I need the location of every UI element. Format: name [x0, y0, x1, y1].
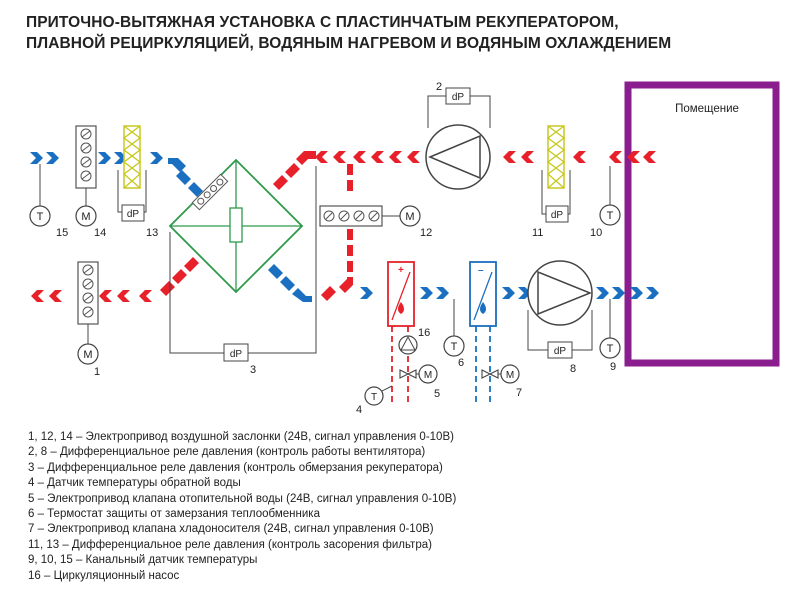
- svg-text:dP: dP: [230, 349, 243, 360]
- label-14: 14: [94, 227, 106, 239]
- temp-sensor-10: [599, 204, 621, 226]
- label-10: 10: [590, 227, 602, 239]
- label-6: 6: [458, 357, 464, 369]
- recirculation-flow: [321, 164, 353, 301]
- motor-14: [75, 205, 97, 227]
- page-title: ПРИТОЧНО-ВЫТЯЖНАЯ УСТАНОВКА С ПЛАСТИНЧАТ…: [26, 12, 671, 54]
- return-air-flow: [273, 151, 656, 190]
- legend: 1, 12, 14 – Электропривод воздушной засл…: [28, 430, 456, 584]
- svg-text:T: T: [451, 341, 458, 353]
- svg-text:M: M: [81, 211, 90, 223]
- label-13: 13: [146, 227, 158, 239]
- supply-air-diagonal: [268, 264, 312, 302]
- legend-item: 9, 10, 15 – Канальный датчик температуры: [28, 554, 258, 567]
- recuperator-bypass-damper: [229, 207, 243, 243]
- motor-12: [399, 205, 421, 227]
- svg-text:M: M: [424, 370, 432, 381]
- svg-text:M: M: [83, 349, 92, 361]
- svg-text:dP: dP: [551, 210, 564, 221]
- label-1: 1: [94, 366, 100, 378]
- dp-relay-13: [121, 204, 145, 222]
- legend-item: 1, 12, 14 – Электропривод воздушной засл…: [28, 431, 454, 443]
- label-4: 4: [356, 404, 362, 416]
- filter-13: [123, 125, 141, 189]
- dp-relay-8: [547, 341, 573, 359]
- label-3: 3: [250, 364, 256, 376]
- svg-text:T: T: [371, 392, 377, 403]
- svg-text:T: T: [607, 210, 614, 222]
- legend-item: 5 – Электропривод клапана отопительной в…: [28, 492, 457, 505]
- room-label: Помещение: [675, 103, 739, 115]
- label-2: 2: [436, 81, 442, 93]
- svg-text:M: M: [506, 370, 514, 381]
- label-12: 12: [420, 227, 432, 239]
- legend-item: 4 – Датчик температуры обратной воды: [28, 477, 241, 490]
- exhaust-air-flow-out: [31, 257, 199, 302]
- label-7: 7: [516, 387, 522, 399]
- cooling-valve: [481, 369, 499, 379]
- legend-item: 2, 8 – Дифференциальное реле давления (к…: [28, 446, 426, 459]
- heating-valve: [399, 369, 417, 379]
- label-11: 11: [532, 227, 543, 239]
- dp-relay-11: [545, 205, 569, 223]
- frost-thermostat-6: [443, 335, 465, 357]
- exhaust-fan: [425, 124, 491, 190]
- motor-7: [500, 364, 520, 384]
- dp-relay-3: [223, 343, 249, 362]
- label-5: 5: [434, 388, 440, 400]
- outdoor-air-diagonal: [168, 158, 203, 197]
- title-line-2: ПЛАВНОЙ РЕЦИРКУЛЯЦИЕЙ, ВОДЯНЫМ НАГРЕВОМ …: [26, 35, 672, 52]
- legend-item: 6 – Термостат защиты от замерзания тепло…: [28, 508, 320, 521]
- cooler-minus: –: [478, 265, 484, 276]
- label-8: 8: [570, 363, 576, 375]
- svg-text:M: M: [405, 211, 414, 223]
- label-9: 9: [610, 361, 616, 373]
- temp-sensor-4: [364, 386, 384, 406]
- damper-14-blades: [80, 128, 92, 182]
- motor-5: [418, 364, 438, 384]
- svg-text:T: T: [607, 343, 614, 355]
- legend-item: 16 – Циркуляционный насос: [28, 569, 180, 582]
- room-wall: [624, 81, 780, 367]
- damper-1-blades: [82, 264, 94, 318]
- dp-relay-2: [445, 87, 471, 105]
- title-line-1: ПРИТОЧНО-ВЫТЯЖНАЯ УСТАНОВКА С ПЛАСТИНЧАТ…: [26, 14, 619, 31]
- svg-text:dP: dP: [127, 209, 140, 220]
- legend-item: 3 – Дифференциальное реле давления (конт…: [28, 461, 443, 474]
- svg-text:dP: dP: [452, 92, 465, 103]
- heater-plus: +: [398, 265, 404, 276]
- temp-sensor-15: [29, 205, 51, 227]
- svg-text:dP: dP: [554, 346, 567, 357]
- label-15: 15: [56, 227, 68, 239]
- motor-1: [77, 343, 99, 365]
- label-16: 16: [418, 327, 430, 339]
- circulation-pump: [398, 335, 418, 355]
- recuperator-damper: [191, 173, 229, 211]
- temp-sensor-9: [599, 337, 621, 359]
- filter-11: [547, 125, 565, 189]
- svg-text:T: T: [37, 211, 44, 223]
- legend-item: 11, 13 – Дифференциальное реле давления …: [28, 538, 432, 551]
- damper-12-blades: [323, 210, 380, 222]
- legend-item: 7 – Электропривод клапана хладоносителя …: [28, 523, 434, 536]
